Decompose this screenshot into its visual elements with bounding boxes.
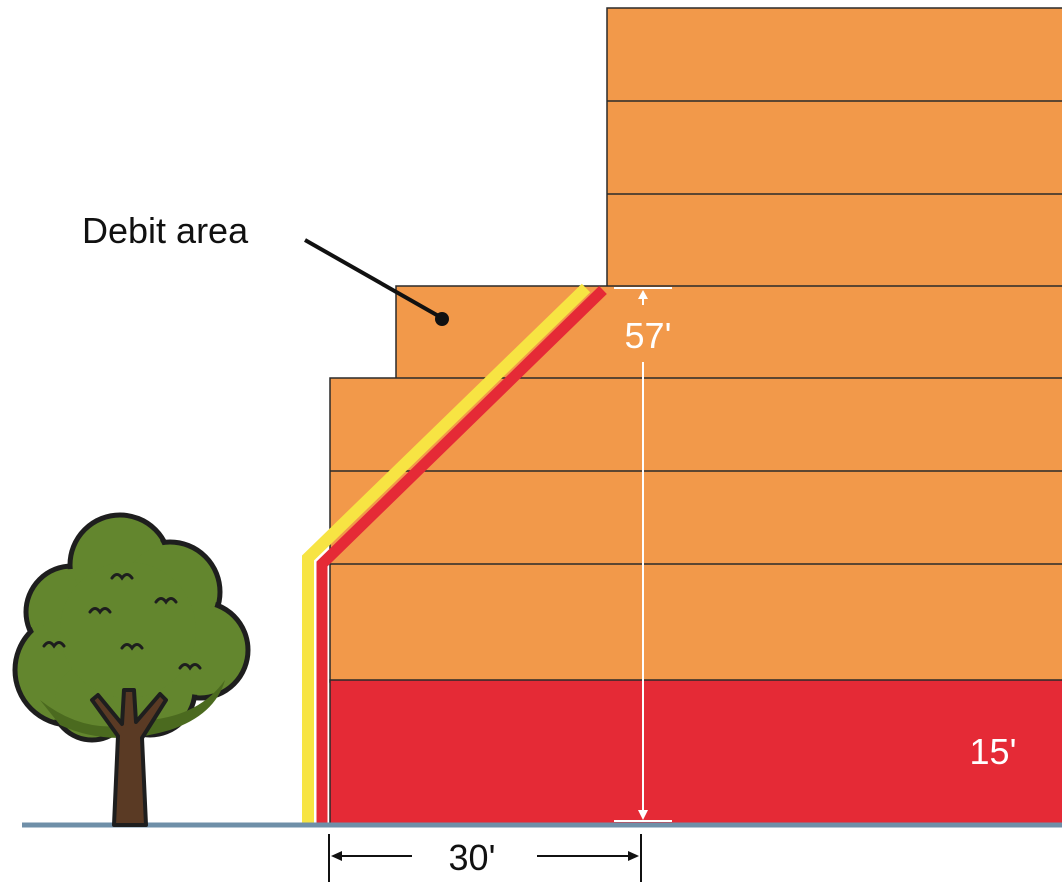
callout-leader-line (304, 238, 443, 320)
height-label: 57' (625, 315, 672, 356)
tree-squiggles (42, 573, 202, 671)
tree-shadow (40, 680, 225, 738)
arrowhead-down (638, 810, 648, 820)
tree-icon (12, 512, 251, 827)
arrowhead-up (638, 290, 648, 299)
debit-area-label: Debit area (82, 210, 249, 251)
setback-label: 30' (449, 837, 496, 878)
base-height-label: 15' (970, 731, 1017, 772)
tree-trunk (90, 688, 168, 827)
callout-dot (435, 312, 449, 326)
building-tower (606, 7, 1062, 289)
tree-foliage-fill (18, 518, 245, 737)
debit-area-callout: Debit area (82, 210, 449, 326)
arrowhead-left (331, 851, 342, 861)
building (329, 7, 1062, 826)
arrowhead-right (628, 851, 639, 861)
building-base (329, 679, 1062, 826)
setback-dimension: 30' (328, 834, 642, 882)
yellow-plane-line (302, 283, 591, 825)
red-plane-line (316, 286, 607, 825)
debit-area-block (395, 285, 1062, 381)
sky-exposure-plane (302, 283, 607, 825)
height-dimension: 57' (614, 287, 672, 822)
